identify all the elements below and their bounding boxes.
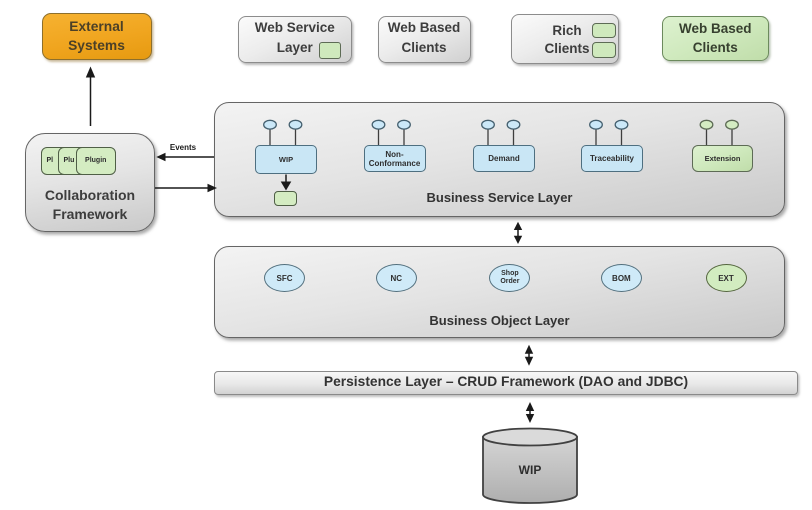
svg-text:WIP: WIP (519, 463, 542, 477)
